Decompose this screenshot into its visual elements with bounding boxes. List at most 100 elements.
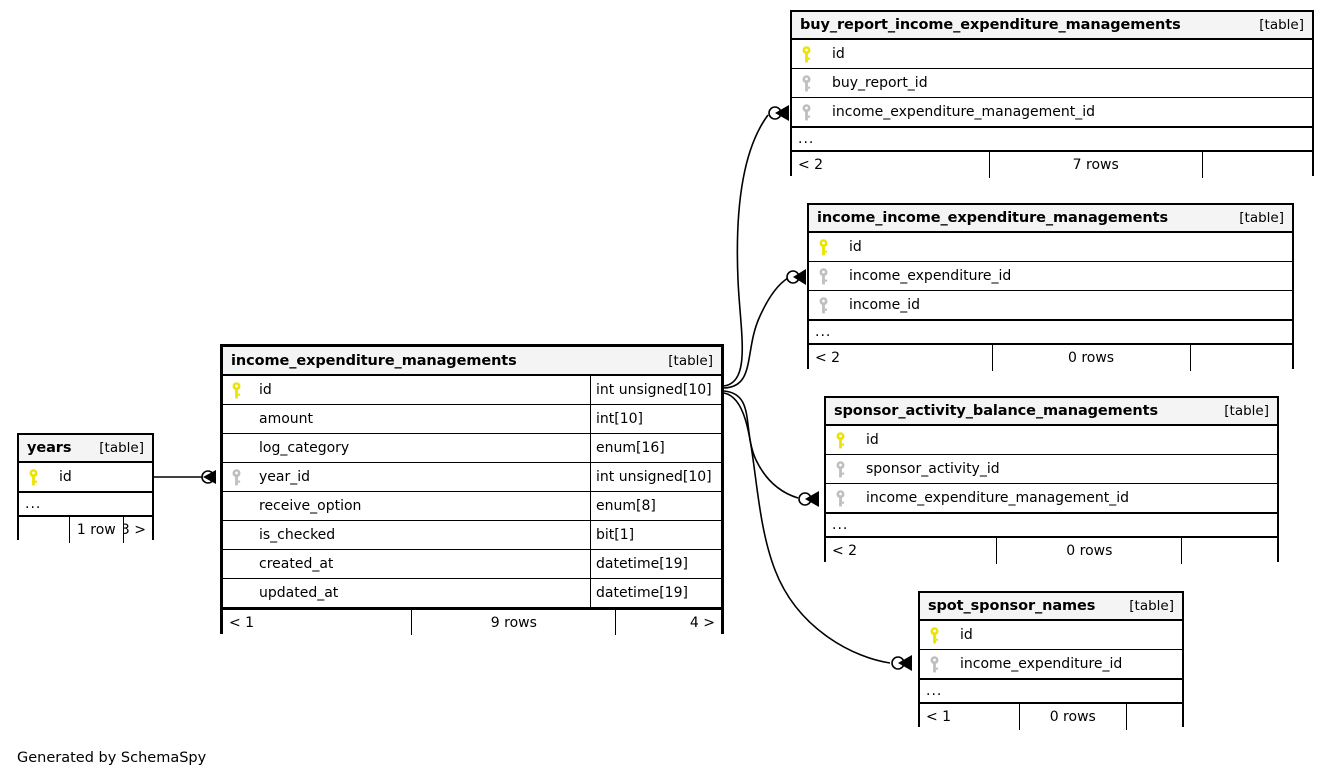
table-type-tag: [table] xyxy=(1224,403,1269,419)
key-icon-primary xyxy=(930,626,938,643)
footer-prev-degree[interactable]: < 2 xyxy=(826,538,998,564)
column-row[interactable]: income_expenditure_id xyxy=(920,650,1182,679)
footer-next-degree[interactable] xyxy=(1203,152,1312,178)
footer-prev-degree[interactable]: < 1 xyxy=(223,610,413,635)
footer-next-degree[interactable] xyxy=(1182,538,1277,564)
column-name: amount xyxy=(259,411,314,427)
key-icon-foreign xyxy=(802,74,810,91)
table-title[interactable]: sponsor_activity_balance_managements xyxy=(834,403,1158,419)
footer-next-degree[interactable]: 3 > xyxy=(124,522,146,538)
column-row[interactable]: income_id xyxy=(809,291,1292,320)
table-title[interactable]: income_expenditure_managements xyxy=(231,352,517,369)
table-header: income_income_expenditure_managements [ta… xyxy=(809,205,1292,233)
key-icon-foreign xyxy=(836,489,844,506)
column-type: int unsigned[10] xyxy=(590,463,721,491)
relationship-optional-marker xyxy=(891,656,905,670)
relationship-line xyxy=(723,390,799,499)
footer-next-degree[interactable] xyxy=(1127,704,1182,730)
table-header: spot_sponsor_names [table] xyxy=(920,593,1182,621)
more-columns-ellipsis: ... xyxy=(809,320,1292,345)
column-type: enum[8] xyxy=(590,492,721,520)
relationship-optional-marker xyxy=(786,270,800,284)
table-title[interactable]: buy_report_income_expenditure_management… xyxy=(800,17,1181,33)
column-row[interactable]: income_expenditure_management_id xyxy=(792,98,1312,127)
table-header: income_expenditure_managements[table] xyxy=(223,347,721,376)
column-row[interactable]: sponsor_activity_id xyxy=(826,455,1277,484)
table-header: years[table] xyxy=(19,435,152,463)
table-sponsor_activity_balance_managements[interactable]: sponsor_activity_balance_managements [tab… xyxy=(824,396,1279,564)
column-type: datetime[19] xyxy=(590,579,721,607)
column-name: created_at xyxy=(259,556,334,572)
relationship-line xyxy=(723,277,789,389)
column-key-cell xyxy=(826,431,854,449)
footer-row-count: 9 rows xyxy=(412,610,617,635)
table-header: buy_report_income_expenditure_management… xyxy=(792,12,1312,40)
footer-prev-degree[interactable]: < 2 xyxy=(809,345,993,371)
footer-prev-degree[interactable]: < 1 xyxy=(920,704,1020,730)
column-row[interactable]: id xyxy=(792,40,1312,69)
table-spot_sponsor_names[interactable]: spot_sponsor_names [table] id income_expend… xyxy=(918,591,1184,730)
column-row[interactable]: buy_report_id xyxy=(792,69,1312,98)
footer-next-degree[interactable]: 4 > xyxy=(689,614,715,631)
table-type-tag: [table] xyxy=(1239,210,1284,226)
footer-prev-degree[interactable]: < 2 xyxy=(792,152,990,178)
relationship-crowsfoot-arrow xyxy=(793,269,806,285)
relationship-rel-income-to-income-iem xyxy=(723,269,806,389)
key-icon-foreign xyxy=(836,460,844,477)
relationship-crowsfoot-arrow xyxy=(203,470,216,484)
table-title[interactable]: spot_sponsor_names xyxy=(928,598,1096,614)
column-name: year_id xyxy=(259,469,311,485)
column-name: income_expenditure_id xyxy=(960,656,1123,672)
key-icon-primary xyxy=(232,381,241,398)
footer-row-count: 0 rows xyxy=(1020,704,1127,730)
more-columns-ellipsis: ... xyxy=(792,127,1312,152)
footer-prev-degree[interactable] xyxy=(19,517,70,543)
column-row[interactable]: id xyxy=(826,426,1277,455)
table-type-tag: [table] xyxy=(1259,17,1304,33)
key-icon-foreign xyxy=(802,103,810,120)
more-columns-ellipsis: ... xyxy=(19,492,152,517)
column-name: income_expenditure_management_id xyxy=(866,490,1130,506)
relationship-crowsfoot-arrow xyxy=(898,655,912,671)
generator-credit: Generated by SchemaSpy xyxy=(17,750,207,766)
column-row[interactable]: year_id int unsigned[10] xyxy=(223,463,721,492)
column-name: is_checked xyxy=(259,527,336,543)
column-name: income_expenditure_id xyxy=(849,268,1012,284)
table-buy_report_income_expenditure_managements[interactable]: buy_report_income_expenditure_management… xyxy=(790,10,1314,178)
column-row[interactable]: id xyxy=(809,233,1292,262)
key-icon-foreign xyxy=(819,267,827,284)
column-row[interactable]: id xyxy=(920,621,1182,650)
column-row[interactable]: income_expenditure_management_id xyxy=(826,484,1277,513)
column-key-cell xyxy=(809,238,837,256)
table-title[interactable]: years xyxy=(27,440,72,456)
column-name: buy_report_id xyxy=(832,75,928,91)
table-type-tag: [table] xyxy=(1129,598,1174,614)
column-key-cell xyxy=(792,74,820,92)
column-name: id xyxy=(259,382,272,398)
column-row[interactable]: id xyxy=(19,463,152,492)
key-icon-primary xyxy=(802,45,810,62)
column-name: income_expenditure_management_id xyxy=(832,104,1096,120)
relationship-crowsfoot-arrow xyxy=(805,491,819,507)
table-title[interactable]: income_income_expenditure_managements xyxy=(817,210,1168,226)
column-row[interactable]: income_expenditure_id xyxy=(809,262,1292,291)
key-icon-primary xyxy=(29,468,37,485)
table-income_income_expenditure_managements[interactable]: income_income_expenditure_managements [ta… xyxy=(807,203,1294,371)
more-columns-ellipsis: ... xyxy=(826,513,1277,538)
footer-next-degree[interactable] xyxy=(1191,345,1292,371)
more-columns-ellipsis: ... xyxy=(920,679,1182,704)
column-key-cell xyxy=(792,45,820,63)
column-key-cell xyxy=(920,655,948,673)
